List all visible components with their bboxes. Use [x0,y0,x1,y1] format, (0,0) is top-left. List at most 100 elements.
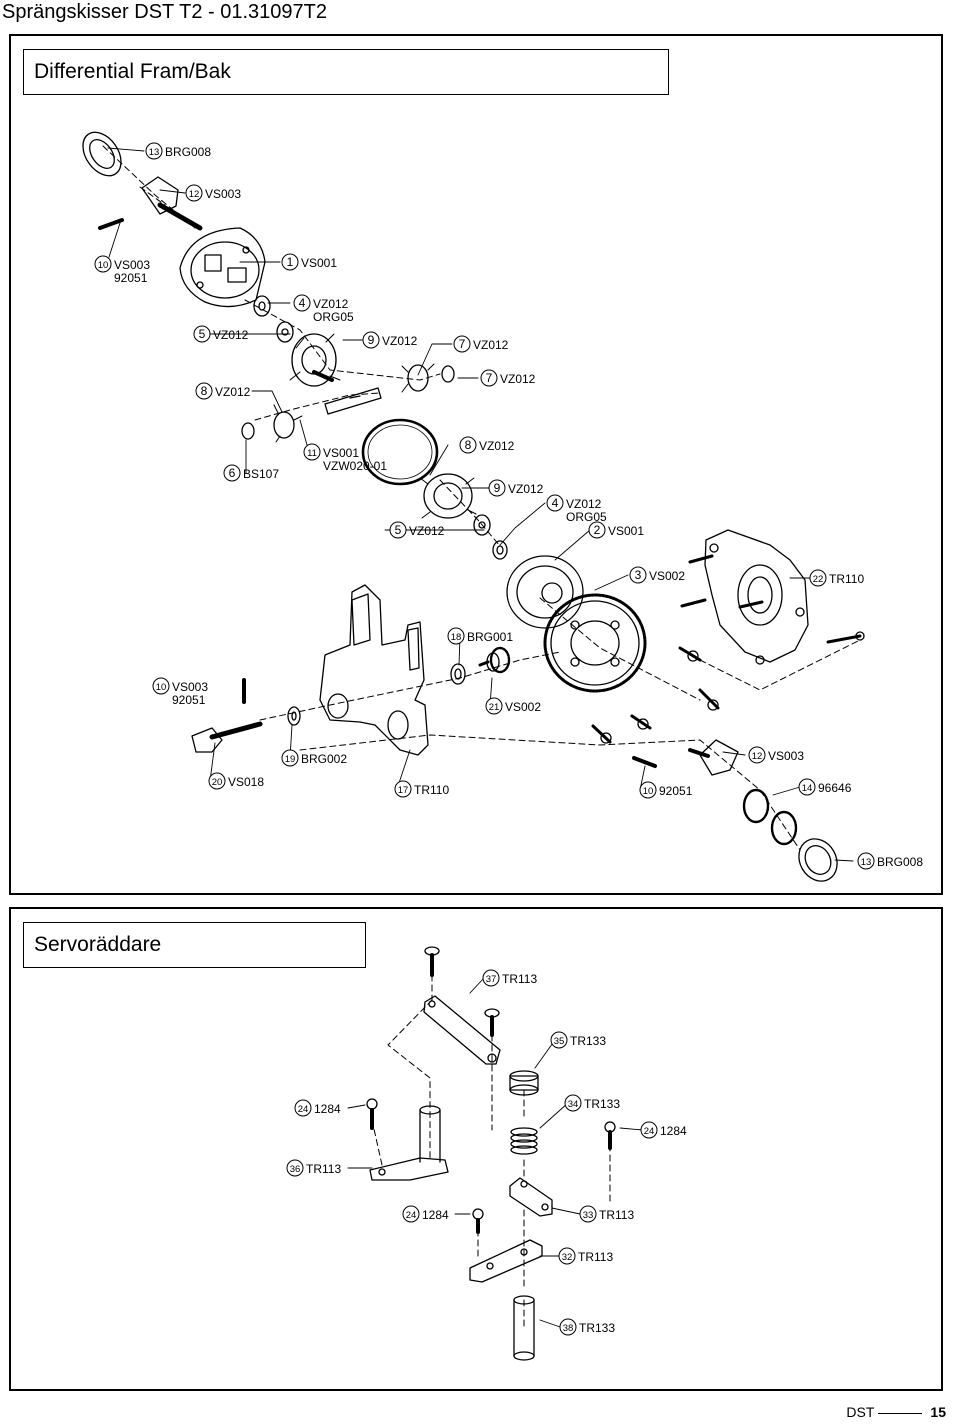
bevel-gear-9a [289,333,341,387]
seals-14 [742,788,798,846]
callout-number: 13 [861,857,872,868]
part-code: 92051 [659,784,693,798]
callout-number: 2 [594,523,601,537]
differential-panel [9,34,943,895]
part-code: 96646 [818,781,852,795]
nut-35 [509,1070,539,1096]
differential-section-title: Differential Fram/Bak [23,49,669,95]
part-code: TR113 [306,1162,341,1176]
part-callout: 19 BRG002 [281,749,347,767]
spur-gear [543,593,647,693]
part-code: 92051 [114,271,148,285]
callout-circle [482,969,500,987]
callout-circle [488,479,506,497]
pin-right [632,756,657,768]
callout-number: 8 [201,384,208,398]
leader-lines [107,147,854,862]
callout-number: 19 [285,754,296,765]
screw-37-top [424,946,440,977]
part-code: VS003 [114,258,150,272]
part-code: VZ012 [508,482,544,496]
shim-5b [473,514,491,536]
callout-circle [809,569,827,587]
bevel-pinion-7b [273,404,303,443]
callout-circle [480,369,498,387]
washer-4b [492,540,508,560]
footer-rule [878,1412,923,1414]
callout-circle [281,253,299,271]
callout-circle [294,1099,312,1117]
gearbox-housing [704,529,809,665]
ball-screw-right [604,1121,616,1150]
callout-circle [558,1247,576,1265]
callout-number: 9 [494,481,501,495]
callout-number: 12 [752,751,763,762]
part-code: VZ012 [409,524,445,538]
outdrive-right [688,739,739,776]
callout-circle [550,1031,568,1049]
servo-saver-section-title: Servoräddare [23,922,366,968]
callout-circle [447,627,465,645]
part-code: VZ012 [313,297,349,311]
part-code: TR110 [829,572,864,586]
shaft-38 [513,1295,535,1361]
callout-number: 37 [486,974,497,985]
outdrive-left [191,721,263,753]
callout-circle [564,1094,582,1112]
callout-circle [208,772,226,790]
part-code: TR113 [599,1208,634,1222]
part-code: TR110 [414,783,449,797]
bevel-pinion-7a [401,363,435,393]
callout-circle [193,325,211,343]
part-code: TR113 [578,1250,613,1264]
callout-number: 35 [554,1036,565,1047]
callout-number: 10 [98,260,109,271]
callout-number: 38 [563,1323,574,1334]
callout-circle [748,746,766,764]
callout-circle [152,677,170,695]
pin-top [98,218,124,230]
part-code: 1284 [660,1124,687,1138]
part-code: VS001 [323,446,359,460]
part-code: BS107 [243,467,279,481]
servo-saver-panel [9,907,943,1391]
callout-circle [485,697,503,715]
callout-circle [303,443,321,461]
callout-number: 7 [459,337,466,351]
callout-number: 33 [583,1210,594,1221]
assembly-axis-lines [102,145,861,851]
callout-number: 12 [189,189,200,200]
part-code: BRG002 [301,752,347,766]
bevel-gear-9b [419,473,477,519]
callout-number: 4 [552,496,559,510]
callout-number: 8 [465,438,472,452]
callout-number: 3 [635,568,642,582]
shim-8a [441,365,455,383]
cross-shaft [324,387,382,415]
part-code: VZ012 [382,334,418,348]
screw-arm [484,1008,500,1037]
callout-circle [639,781,657,799]
bearing-top [82,131,122,177]
callout-circle [223,464,241,482]
